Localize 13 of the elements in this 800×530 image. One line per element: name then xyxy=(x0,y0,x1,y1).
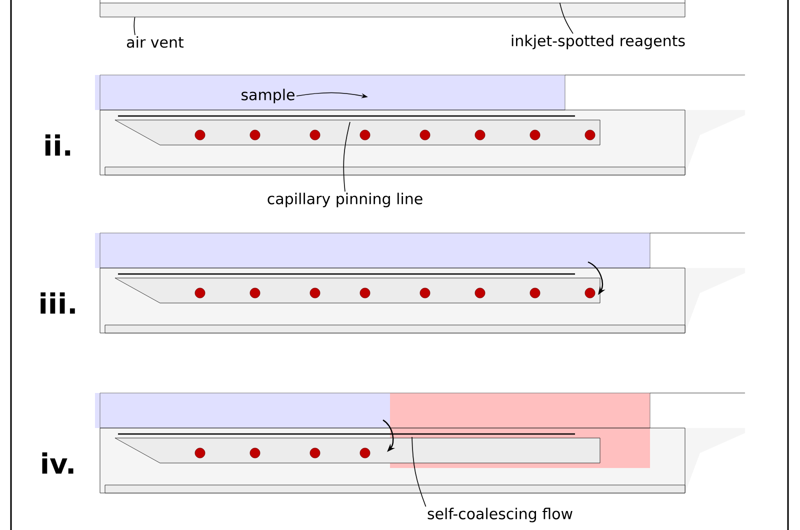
leader-line xyxy=(343,122,350,192)
step-label: iii. xyxy=(40,292,75,314)
leader-line xyxy=(412,436,426,507)
callout-label: air vent xyxy=(127,36,184,48)
leader-line xyxy=(559,2,574,34)
step-label: ii. xyxy=(45,134,70,156)
callout-label: sample xyxy=(242,88,294,104)
step-label: iv. xyxy=(42,452,74,474)
channel-floor xyxy=(100,2,686,18)
callout-label: self-coalescing flow xyxy=(428,508,572,522)
callout-label: inkjet-spotted reagents xyxy=(512,34,685,50)
leader-line xyxy=(134,16,136,36)
callout-label: capillary pinning line xyxy=(268,192,422,208)
